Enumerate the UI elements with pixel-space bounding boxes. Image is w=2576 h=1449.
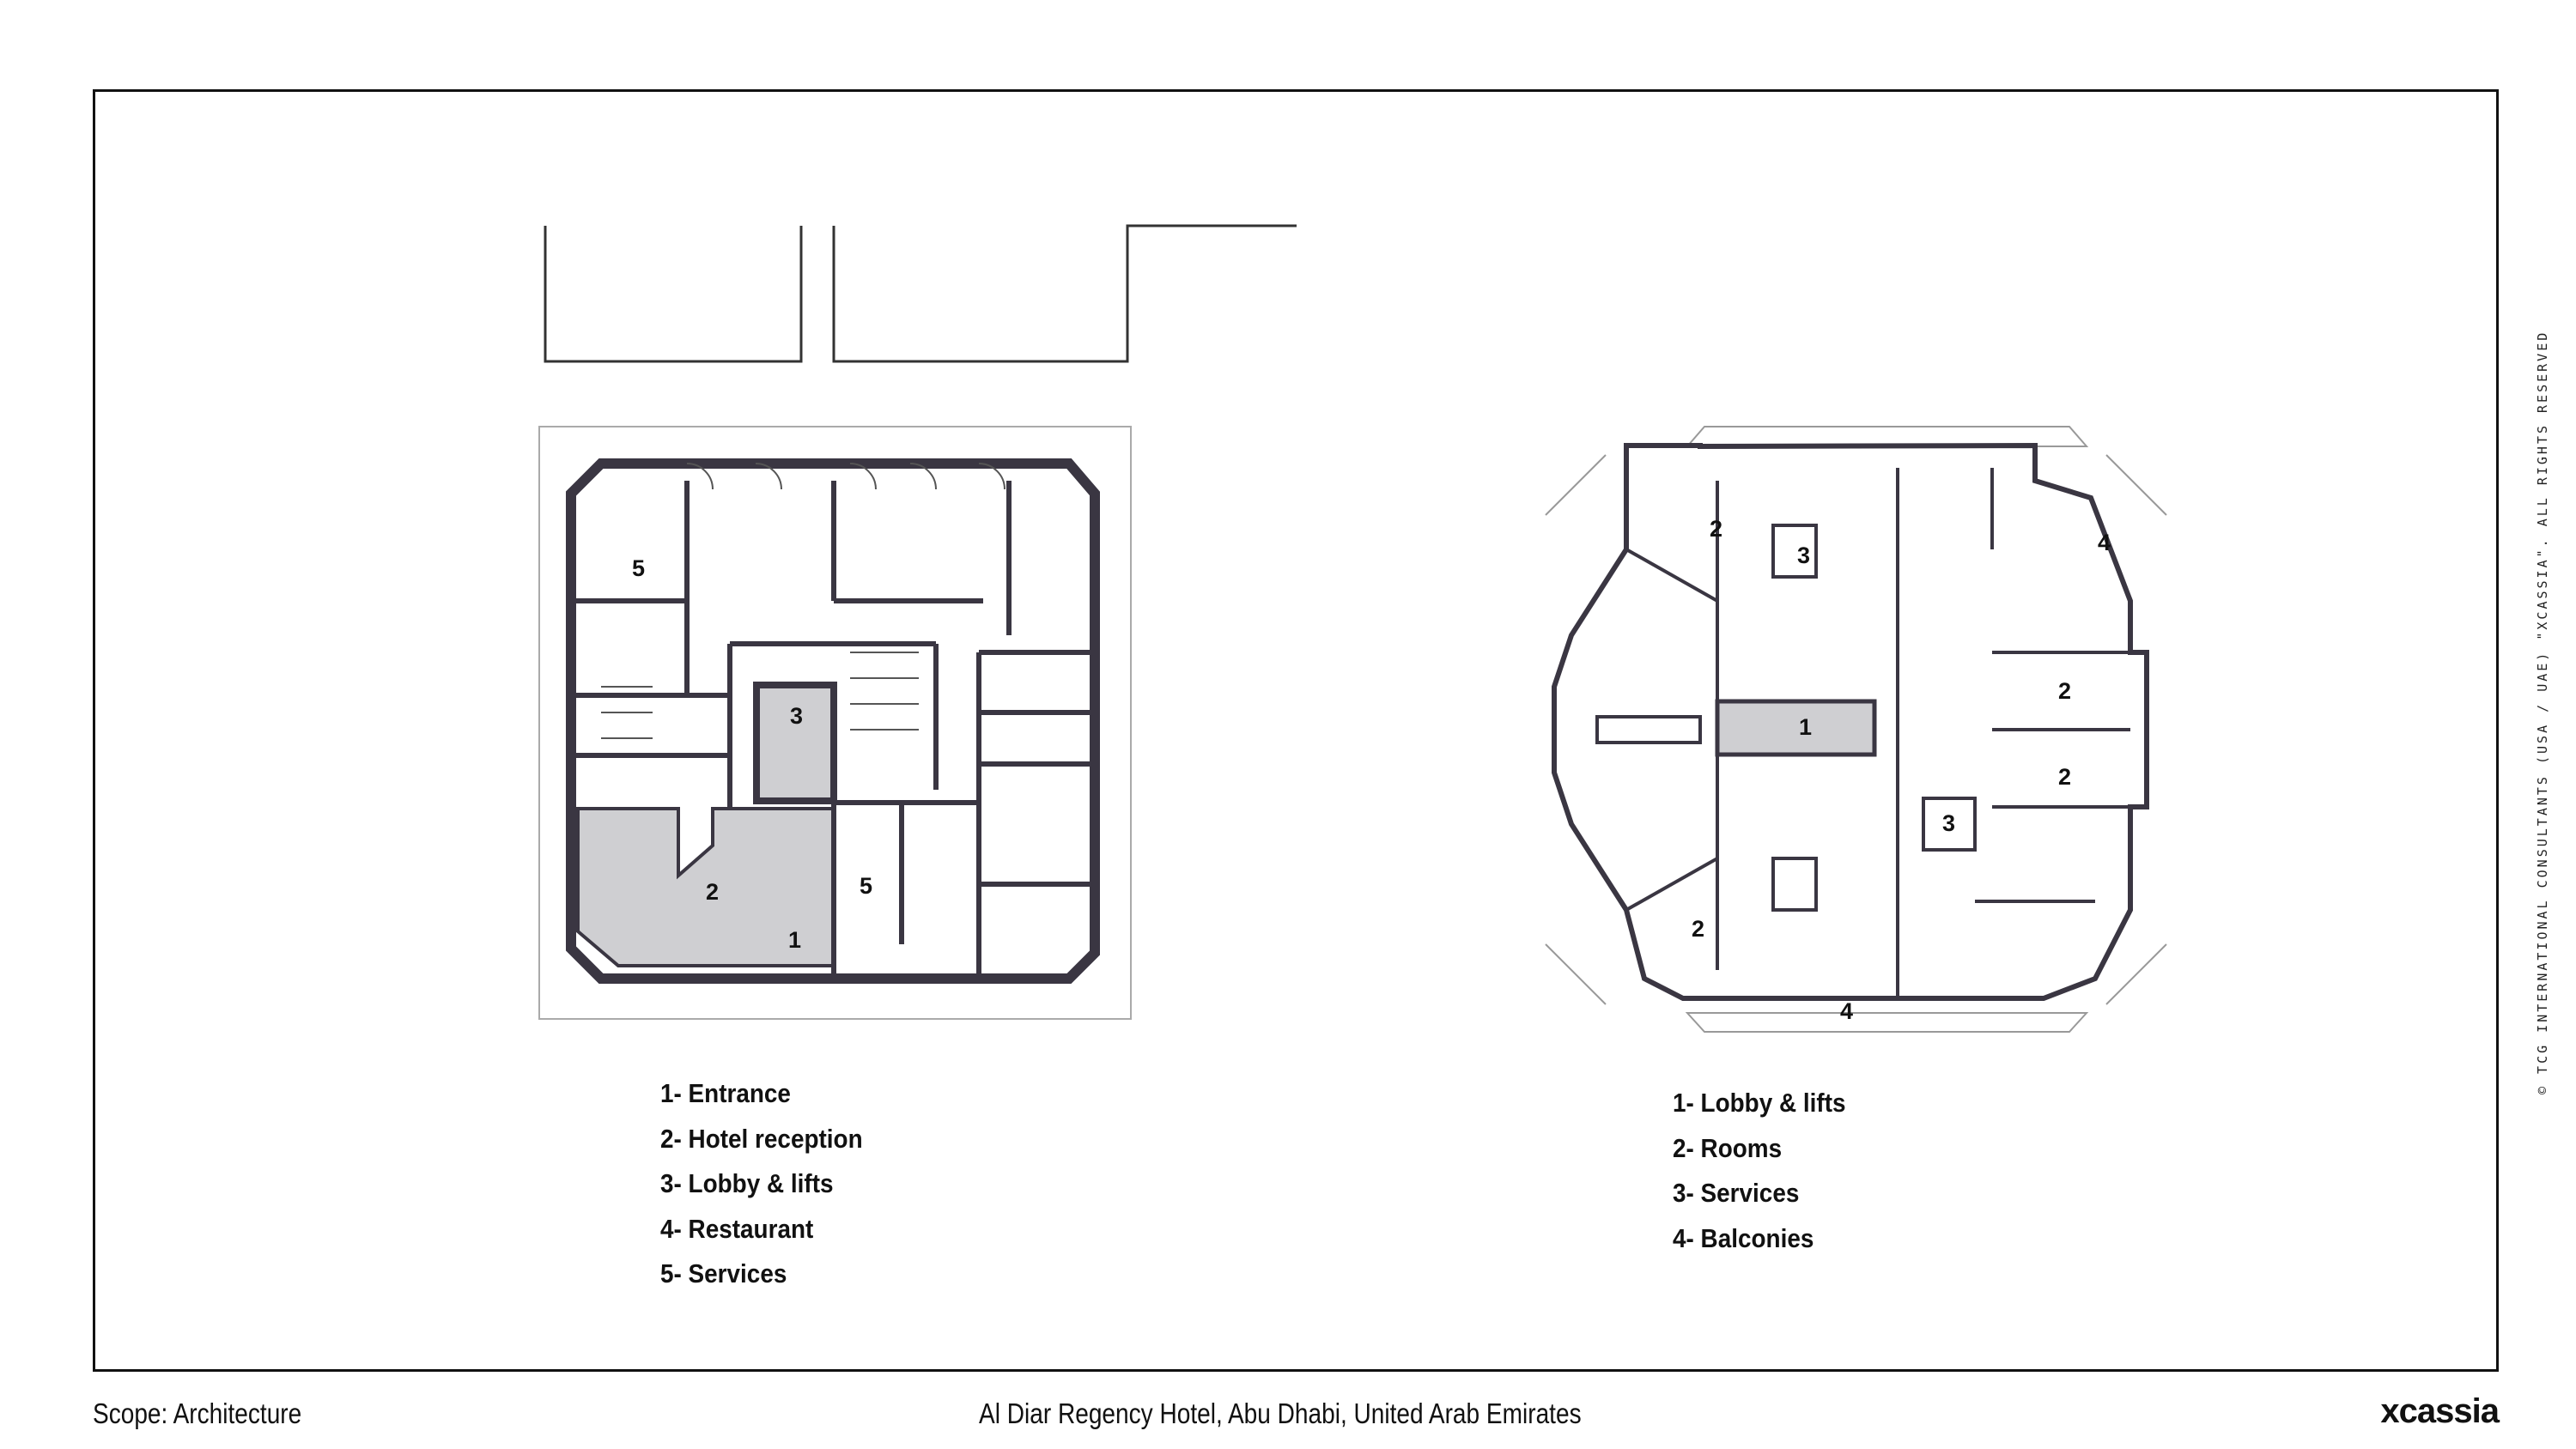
room-label: 4 <box>2098 530 2111 555</box>
typical-floor-legend: 1- Lobby & lifts 2- Rooms 3- Services 4-… <box>1673 1088 1846 1268</box>
room-label: 2 <box>1710 516 1722 542</box>
legend-item: 3- Services <box>1673 1178 1800 1208</box>
project-title: Al Diar Regency Hotel, Abu Dhabi, United… <box>979 1397 1582 1429</box>
drawing-frame <box>93 89 2499 1372</box>
room-label: 3 <box>1797 543 1810 568</box>
room-label: 1 <box>788 927 801 953</box>
room-label: 2 <box>1692 916 1704 942</box>
room-label: 5 <box>860 873 872 899</box>
xcassia-logo: xcassia <box>2380 1392 2500 1430</box>
room-label: 2 <box>2058 678 2071 704</box>
legend-item: 3- Lobby & lifts <box>660 1168 834 1198</box>
legend-item: 1- Lobby & lifts <box>1673 1088 1846 1118</box>
ground-floor-plan: 5 3 2 1 5 <box>538 426 1132 1020</box>
scope-label: Scope: Architecture <box>93 1397 302 1429</box>
room-label: 5 <box>632 555 645 581</box>
room-label: 1 <box>1799 714 1812 740</box>
ground-floor-legend: 1- Entrance 2- Hotel reception 3- Lobby … <box>660 1078 863 1304</box>
room-label: 3 <box>790 703 803 729</box>
room-label: 2 <box>706 879 719 905</box>
legend-item: 2- Hotel reception <box>660 1123 863 1154</box>
legend-item: 4- Balconies <box>1673 1222 1814 1253</box>
legend-item: 4- Restaurant <box>660 1213 814 1244</box>
legend-item: 5- Services <box>660 1258 787 1288</box>
room-label: 3 <box>1942 810 1955 836</box>
typical-floor-plan: 2 3 4 2 1 2 3 2 4 <box>1545 426 2167 1033</box>
site-context <box>544 224 1297 363</box>
room-label: 2 <box>2058 764 2071 790</box>
room-label: 4 <box>1840 998 1853 1024</box>
legend-item: 1- Entrance <box>660 1078 791 1108</box>
copyright-notice: © TCG INTERNATIONAL CONSULTANTS (USA / U… <box>2535 330 2550 1094</box>
legend-item: 2- Rooms <box>1673 1132 1783 1163</box>
